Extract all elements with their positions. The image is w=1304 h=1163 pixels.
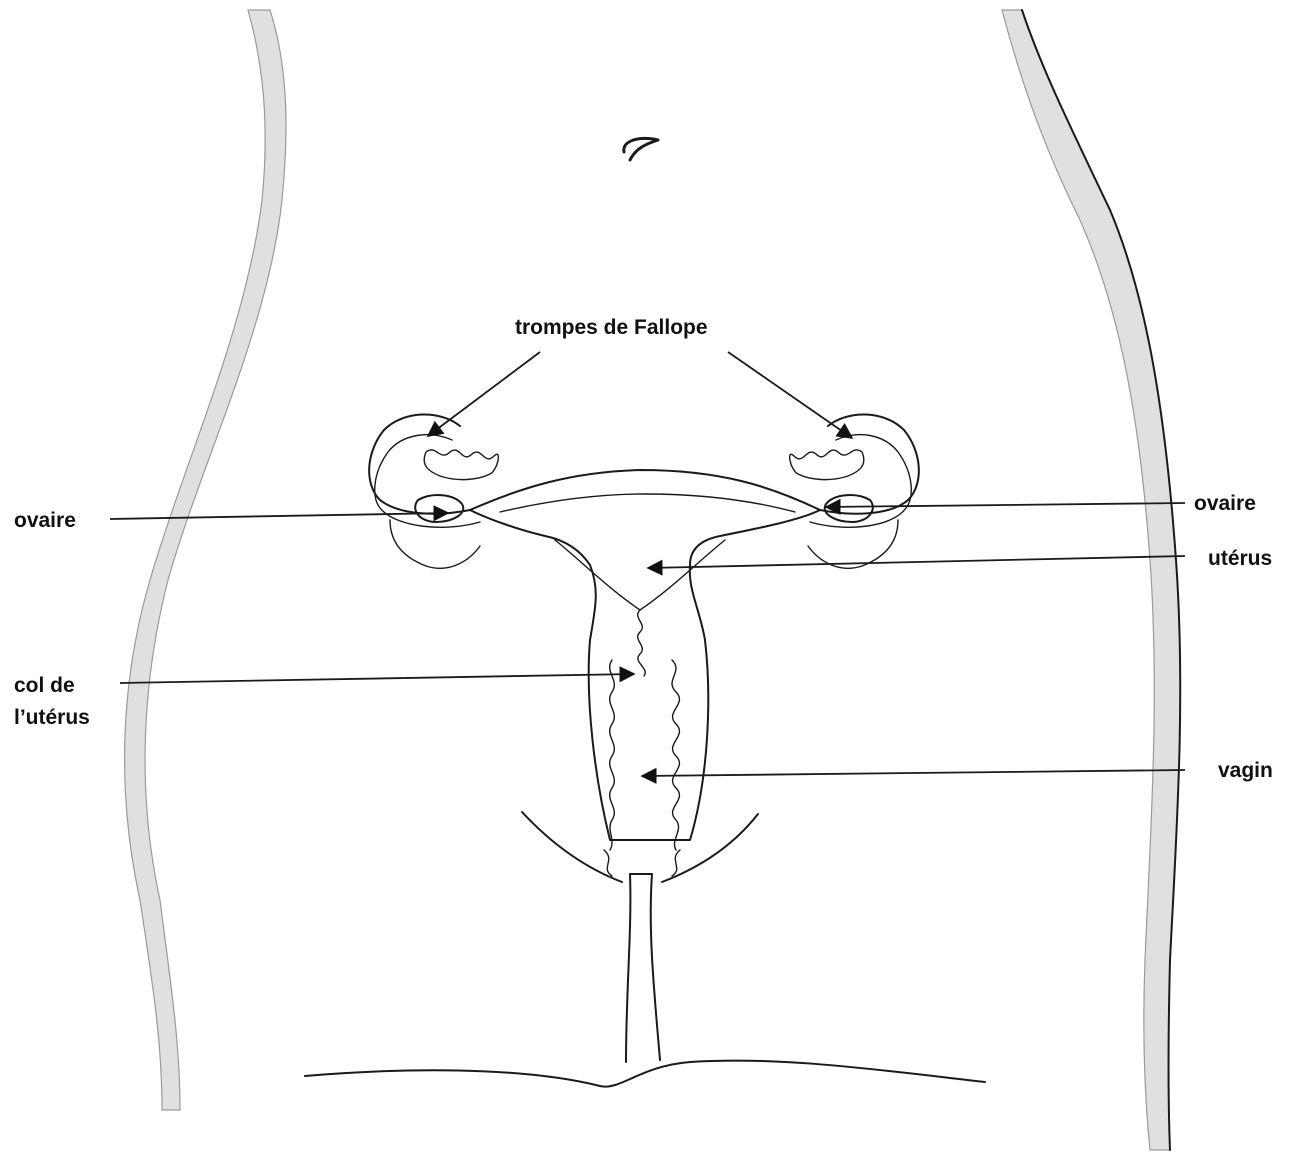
right-ovary bbox=[825, 495, 873, 522]
leader-cervix bbox=[120, 674, 634, 683]
left-fimbriae bbox=[424, 450, 498, 480]
label-fallopian-tubes: trompes de Fallope bbox=[515, 316, 708, 339]
label-ovary-right: ovaire bbox=[1194, 492, 1256, 515]
leader-vagina bbox=[642, 770, 1185, 776]
uterus-cavity bbox=[555, 540, 725, 610]
crotch-line bbox=[305, 1061, 985, 1087]
lower-channel bbox=[626, 874, 660, 1062]
vaginal-wall-left bbox=[610, 660, 615, 850]
labels: trompes de Fallope ovaire ovaire utérus … bbox=[14, 316, 1273, 782]
left-ovary bbox=[415, 495, 463, 522]
uterus-outline bbox=[470, 470, 820, 840]
vaginal-opening bbox=[604, 850, 680, 876]
uterus-inner-wall bbox=[500, 494, 795, 512]
leader-fallopian-right bbox=[728, 352, 852, 438]
vaginal-wall-right bbox=[672, 660, 679, 850]
label-uterus: utérus bbox=[1208, 547, 1272, 570]
label-cervix-line2: l’utérus bbox=[14, 706, 90, 729]
body-right-side bbox=[1002, 10, 1180, 1150]
label-vagina: vagin bbox=[1218, 759, 1273, 782]
leader-ovary-right bbox=[826, 503, 1185, 507]
label-ovary-left: ovaire bbox=[14, 509, 76, 532]
right-fimbriae bbox=[790, 450, 864, 480]
label-cervix-line1: col de bbox=[14, 674, 75, 697]
leader-lines bbox=[110, 352, 1185, 776]
vulva-left bbox=[522, 812, 622, 882]
body-left-side bbox=[125, 10, 286, 1110]
navel bbox=[624, 139, 658, 161]
leader-ovary-left bbox=[110, 513, 448, 519]
cervical-canal bbox=[638, 610, 646, 676]
reproductive-organs bbox=[369, 414, 919, 1062]
leader-fallopian-left bbox=[428, 352, 540, 436]
leader-uterus bbox=[648, 556, 1185, 568]
